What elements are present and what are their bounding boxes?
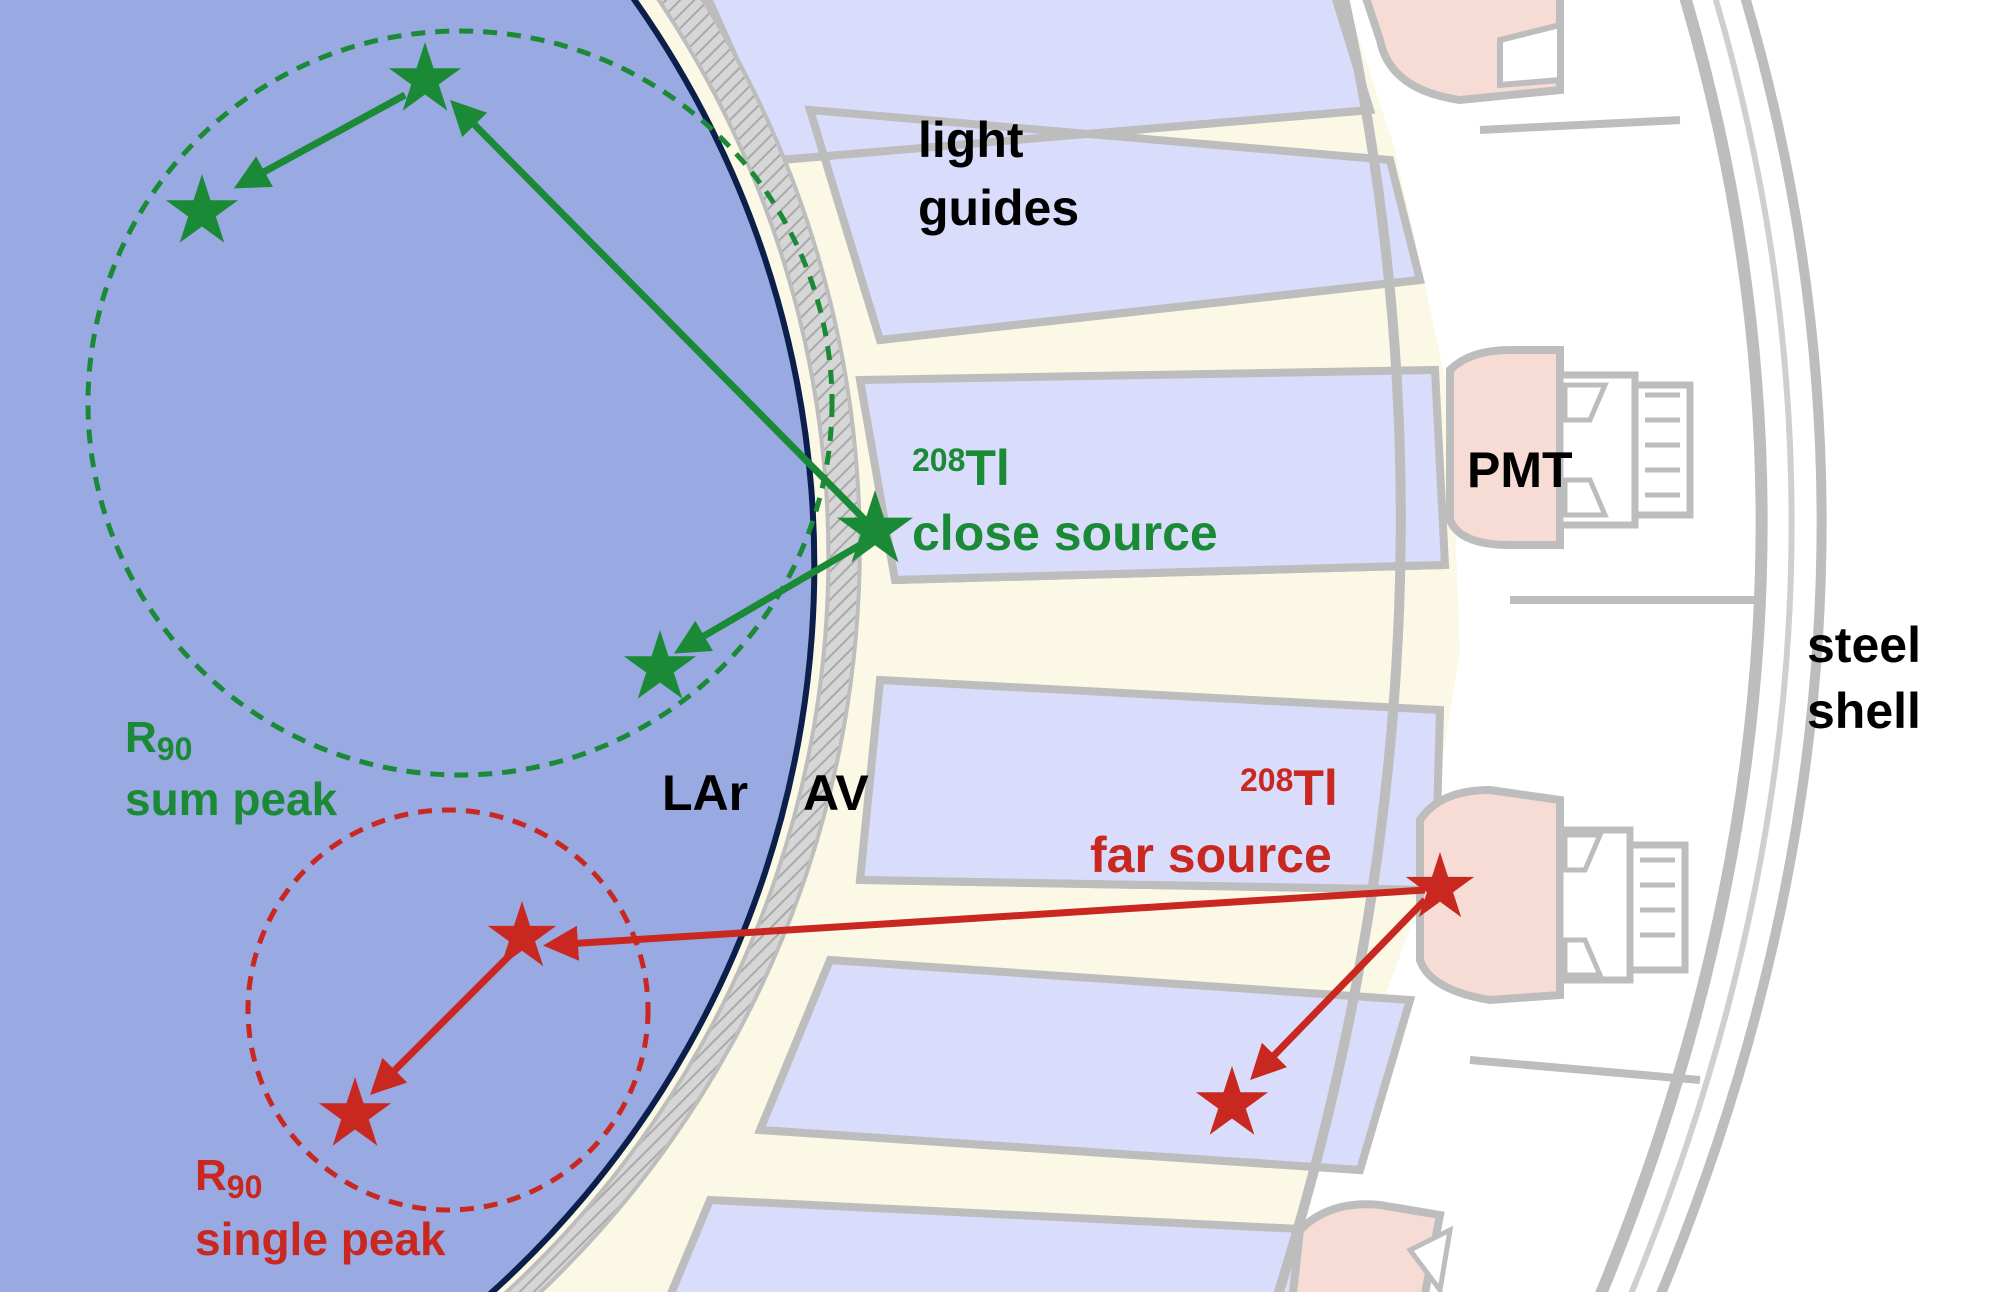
pmt-array bbox=[1289, 0, 1694, 1292]
track-far-down bbox=[1250, 897, 1428, 1081]
star-icon bbox=[836, 490, 914, 563]
r-subscript: 90 bbox=[157, 731, 193, 767]
close-source-isotope: 208Tl bbox=[912, 440, 1010, 496]
star-icon bbox=[165, 174, 239, 243]
track-diag bbox=[370, 952, 513, 1095]
pmt-label: PMT bbox=[1467, 442, 1573, 498]
close-source-label: close source bbox=[912, 505, 1218, 561]
pmt-support-ring bbox=[1273, 0, 1406, 1292]
pmt-bottom bbox=[1289, 1200, 1454, 1292]
light-guides-label-line1: light bbox=[918, 112, 1024, 168]
r90-single-peak-label: single peak bbox=[195, 1213, 446, 1265]
far-source-isotope: 208Tl bbox=[1240, 760, 1338, 816]
labels: light guides PMT steel shell LAr AV 208T… bbox=[125, 112, 1921, 1265]
support-struts bbox=[1469, 116, 1760, 1084]
markers bbox=[165, 42, 1475, 1146]
r90-sum-peak-label: sum peak bbox=[125, 773, 338, 825]
track-long bbox=[543, 886, 1426, 961]
star-icon bbox=[1405, 852, 1475, 918]
pmt-lower bbox=[1416, 785, 1689, 1005]
r-symbol: R bbox=[125, 713, 157, 762]
lar-boundary bbox=[487, 0, 818, 1292]
far-source-tracks bbox=[370, 886, 1428, 1095]
steel-shell bbox=[1595, 0, 1827, 1292]
close-source-tracks bbox=[233, 91, 868, 654]
star-icon bbox=[487, 901, 557, 967]
pmt-middle bbox=[1446, 346, 1694, 549]
av-label: AV bbox=[803, 765, 869, 821]
isotope-symbol: Tl bbox=[965, 440, 1009, 496]
light-guide-wedge bbox=[667, 1195, 1326, 1292]
star-icon bbox=[623, 630, 697, 699]
star-icon bbox=[1195, 1066, 1269, 1135]
steel-shell-label-line2: shell bbox=[1807, 683, 1921, 739]
steel-shell-label-line1: steel bbox=[1807, 617, 1921, 673]
isotope-symbol: Tl bbox=[1293, 760, 1337, 816]
isotope-mass: 208 bbox=[1240, 762, 1293, 798]
track-close-down bbox=[673, 541, 862, 654]
r-subscript: 90 bbox=[227, 1169, 263, 1205]
pmt-top bbox=[1362, 0, 1564, 105]
r90-sum-peak-symbol: R90 bbox=[125, 713, 192, 767]
star-icon bbox=[318, 1077, 392, 1146]
r90-single-peak-circle bbox=[245, 807, 651, 1213]
r-symbol: R bbox=[195, 1151, 227, 1200]
r90-single-peak-symbol: R90 bbox=[195, 1151, 262, 1205]
lar-volume bbox=[0, 0, 815, 1292]
light-guides-label-line2: guides bbox=[918, 180, 1079, 236]
acrylic-vessel bbox=[503, 0, 862, 1292]
track-short bbox=[233, 91, 407, 189]
isotope-mass: 208 bbox=[912, 442, 965, 478]
far-source-label: far source bbox=[1090, 827, 1332, 883]
lar-label: LAr bbox=[662, 765, 748, 821]
r90-sum-peak-circle bbox=[85, 28, 835, 778]
track-long bbox=[450, 100, 868, 523]
star-icon bbox=[388, 42, 462, 111]
